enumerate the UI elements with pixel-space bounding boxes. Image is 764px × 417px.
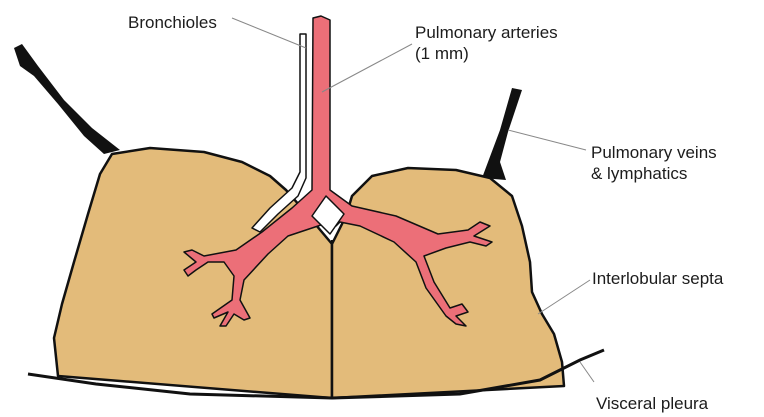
label-bronchioles: Bronchioles <box>128 12 217 33</box>
right-lobule <box>332 168 564 398</box>
label-pulmonary-veins-line1: Pulmonary veins <box>591 142 717 163</box>
label-pulmonary-arteries-line2: (1 mm) <box>415 43 558 64</box>
label-visceral-pleura: Visceral pleura <box>596 393 708 414</box>
label-pulmonary-arteries: Pulmonary arteries (1 mm) <box>415 22 558 64</box>
leader-pulmonary-arteries <box>322 44 412 92</box>
right-vein-branch <box>482 88 522 180</box>
leader-interlobular-septa <box>538 280 590 314</box>
label-pulmonary-veins: Pulmonary veins & lymphatics <box>591 142 717 184</box>
label-interlobular-septa: Interlobular septa <box>592 268 723 289</box>
leader-visceral-pleura <box>580 362 594 382</box>
label-pulmonary-veins-line2: & lymphatics <box>591 163 717 184</box>
left-vein-branch <box>14 44 120 154</box>
label-pulmonary-arteries-line1: Pulmonary arteries <box>415 22 558 43</box>
leader-pulmonary-veins <box>508 130 586 150</box>
leader-bronchioles <box>232 18 306 48</box>
